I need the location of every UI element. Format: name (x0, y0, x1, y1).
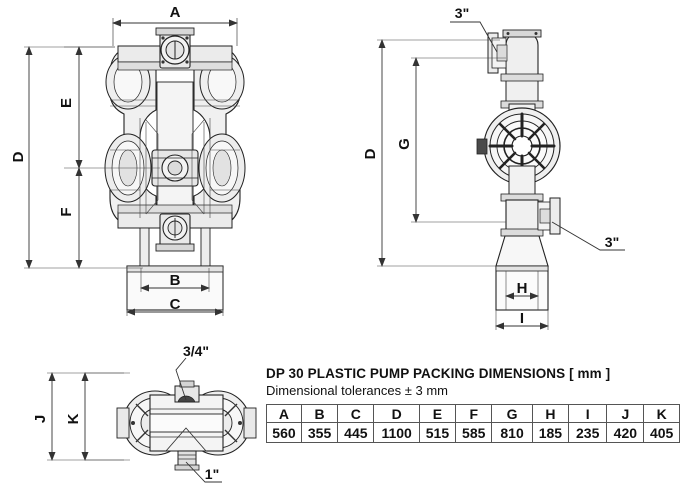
dimension-label-I: I (520, 310, 524, 327)
table-header-cell: A (266, 404, 302, 424)
side-bottom-flange (537, 197, 561, 235)
table-value-row: 560 355 445 1100 515 585 810 185 235 420… (266, 422, 680, 444)
dimension-label-D-side: D (362, 148, 379, 159)
dimensions-table-block: DP 30 PLASTIC PUMP PACKING DIMENSIONS [ … (266, 366, 680, 444)
dimension-label-H: H (517, 280, 528, 297)
table-title: DP 30 PLASTIC PUMP PACKING DIMENSIONS [ … (266, 366, 611, 381)
table-value-cell: 810 (491, 422, 533, 444)
dimension-F: F (58, 167, 83, 269)
table-value-cell: 355 (300, 422, 339, 444)
side-view-group: D G H I 3" 3" (362, 5, 625, 330)
table-value-cell: 1100 (373, 422, 420, 444)
table-header-cell: K (643, 404, 680, 424)
table-value-cell: 585 (455, 422, 493, 444)
callout-port-bottom: 3" (551, 221, 625, 251)
front-pump-body (104, 27, 246, 311)
table-header-cell: I (568, 404, 608, 424)
table-value-cell: 185 (531, 422, 570, 444)
dimension-label-G: G (396, 138, 413, 150)
dimension-label-A: A (170, 4, 181, 21)
dimension-label-C: C (170, 296, 181, 313)
dimension-label-E: E (58, 98, 75, 108)
dimensions-table: A B C D E F G H I J K 560 355 445 1100 5… (266, 404, 680, 444)
dimension-label-F: F (58, 207, 75, 216)
callout-label-three-quarter-in: 3/4" (183, 343, 209, 359)
dimension-label-J: J (32, 415, 49, 423)
table-header-cell: C (337, 404, 375, 424)
table-subtitle: Dimensional tolerances ± 3 mm (266, 383, 448, 399)
table-value-cell: 235 (568, 422, 608, 444)
dimension-C: C (126, 268, 224, 316)
table-value-cell: 420 (606, 422, 645, 444)
top-view-group: J K 3/4" 1" (32, 343, 257, 483)
side-diaphragm-cover (476, 107, 561, 185)
front-view-group: A D E F B (10, 4, 246, 316)
table-value-cell: 405 (643, 422, 680, 444)
callout-label-3in-top: 3" (455, 5, 469, 21)
table-value-cell: 560 (266, 422, 302, 444)
table-header-cell: E (418, 404, 457, 424)
callout-port-exhaust: 1" (185, 461, 222, 483)
dimension-label-B: B (170, 272, 181, 289)
table-header-cell: H (531, 404, 570, 424)
dimension-H: H (505, 280, 539, 300)
table-header-row: A B C D E F G H I J K (266, 404, 680, 424)
callout-port-air: 3/4" (175, 343, 209, 401)
table-header-cell: G (491, 404, 533, 424)
table-header-cell: F (455, 404, 493, 424)
dimension-A: A (112, 4, 238, 46)
dimension-label-K: K (65, 413, 82, 424)
dimension-G: G (396, 57, 506, 223)
dimension-K: K (65, 372, 130, 461)
table-header-cell: B (300, 404, 339, 424)
callout-port-top: 3" (450, 5, 498, 53)
table-header-cell: J (606, 404, 645, 424)
callout-label-3in-bottom: 3" (605, 234, 619, 250)
table-header-cell: D (373, 404, 420, 424)
dimension-label-D-front: D (10, 151, 27, 162)
table-value-cell: 445 (337, 422, 375, 444)
side-top-flange (487, 32, 508, 74)
callout-label-one-in: 1" (205, 466, 219, 482)
dimension-I: I (495, 310, 549, 330)
table-value-cell: 515 (418, 422, 457, 444)
dimension-B: B (140, 268, 210, 292)
dimension-D-side: D (362, 39, 500, 267)
